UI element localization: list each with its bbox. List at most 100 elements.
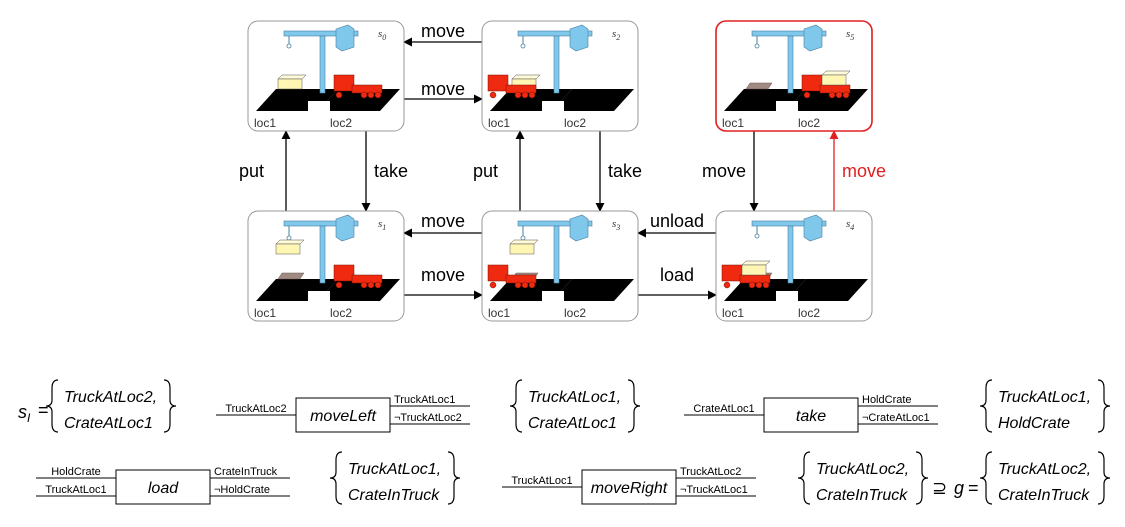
state-label: s4 (846, 218, 854, 232)
ground-gap (542, 101, 564, 113)
goal-fact-2: CrateInTruck (998, 487, 1090, 504)
truck-wheel (528, 281, 536, 289)
crane-cab (569, 214, 589, 242)
crate-top (275, 239, 305, 245)
truck-cab (333, 74, 355, 92)
edge-label-move: move (842, 161, 886, 181)
state-after-moveLeft-brace-right (627, 379, 641, 433)
truck-wheel (489, 91, 497, 99)
truck-wheel (755, 281, 763, 289)
crane-hook (520, 235, 526, 241)
ground-loc2 (552, 279, 634, 301)
crate-in-truck-top (741, 260, 771, 266)
crane-mast (319, 225, 326, 284)
crate (509, 243, 535, 255)
truck-wheel (748, 281, 756, 289)
crane-mast (787, 35, 794, 94)
crate-in-truck (821, 74, 847, 86)
edge-label-unload: unload (650, 211, 704, 231)
state-after-take-brace-left (979, 379, 993, 433)
truck-cab (333, 264, 355, 282)
truck-wheel (762, 281, 770, 289)
state-after-moveRight-brace-left (797, 451, 811, 505)
crate-in-truck-top (821, 70, 851, 76)
initial-state-fact-2: CrateAtLoc1 (64, 415, 153, 432)
goal-equals: = (968, 478, 979, 498)
goal-symbol: g (954, 478, 964, 498)
pallet (277, 272, 305, 280)
truck-wheel (723, 281, 731, 289)
loc2-label: loc2 (330, 306, 352, 320)
truck-wheel (367, 281, 375, 289)
loc2-label: loc2 (798, 116, 820, 130)
truck-wheel (374, 281, 382, 289)
ground-gap (776, 101, 798, 113)
truck-wheel (335, 91, 343, 99)
loc1-label: loc1 (254, 116, 276, 130)
edge-label-take: take (374, 161, 408, 181)
truck-wheel (374, 91, 382, 99)
state-after-moveRight-brace-right (915, 451, 929, 505)
truck-wheel (514, 281, 522, 289)
action-moveRight-name: moveRight (591, 480, 668, 497)
loc1-label: loc1 (488, 116, 510, 130)
edge-label-put: put (239, 161, 264, 181)
crane-mast (553, 35, 560, 94)
loc2-label: loc2 (564, 116, 586, 130)
state-label: s0 (378, 28, 386, 42)
state-after-take-fact-2: HoldCrate (998, 415, 1070, 432)
truck-cab (801, 74, 823, 92)
crane-hook (286, 43, 292, 49)
truck-wheel (367, 91, 375, 99)
goal-fact-1: TruckAtLoc2, (998, 461, 1091, 478)
action-load-output-2: ¬HoldCrate (214, 484, 270, 496)
truck-wheel (360, 91, 368, 99)
goal-brace-left (979, 451, 993, 505)
crane-hook (754, 233, 760, 239)
action-moveRight-output-2: ¬TruckAtLoc1 (680, 484, 748, 496)
crane-cab (569, 24, 589, 52)
state-after-moveLeft-brace-left (509, 379, 523, 433)
ground-loc2 (786, 279, 868, 301)
ground-gap (308, 291, 330, 303)
state-label: s5 (846, 28, 854, 42)
action-moveLeft-output-1: TruckAtLoc1 (394, 394, 455, 406)
state-after-load-fact-1: TruckAtLoc1, (348, 461, 441, 478)
action-moveLeft-name: moveLeft (310, 408, 376, 425)
crane-cab (335, 214, 355, 242)
initial-state-fact-1: TruckAtLoc2, (64, 389, 157, 406)
state-node-s0: loc1 loc2 s0 (247, 20, 405, 132)
loc1-label: loc1 (722, 306, 744, 320)
truck-wheel (803, 91, 811, 99)
pallet (745, 82, 773, 90)
loc2-label: loc2 (798, 306, 820, 320)
loc2-label: loc2 (330, 116, 352, 130)
truck-cab (487, 264, 509, 282)
state-after-load-brace-right (447, 451, 461, 505)
ground-gap (308, 101, 330, 113)
truck-wheel (335, 281, 343, 289)
loc2-label: loc2 (564, 306, 586, 320)
loc1-label: loc1 (254, 306, 276, 320)
action-take-output-2: ¬CrateAtLoc1 (862, 412, 930, 424)
initial-state-brace-right (163, 379, 177, 433)
goal-brace-right (1097, 451, 1111, 505)
state-node-s5: loc1 loc2 s5 (715, 20, 873, 132)
truck-wheel (842, 91, 850, 99)
state-after-load-brace-left (329, 451, 343, 505)
state-node-s3: loc1 loc2 s3 (481, 210, 639, 322)
ground-gap (542, 291, 564, 303)
action-take-name: take (796, 408, 826, 425)
state-after-take-fact-1: TruckAtLoc1, (998, 389, 1091, 406)
state-after-moveRight-fact-1: TruckAtLoc2, (816, 461, 909, 478)
loc1-label: loc1 (722, 116, 744, 130)
truck-wheel (521, 91, 529, 99)
edge-label-move: move (421, 265, 465, 285)
loc1-label: loc1 (488, 306, 510, 320)
state-label: s1 (378, 218, 386, 232)
state-label: s3 (612, 218, 620, 232)
state-after-moveLeft-fact-1: TruckAtLoc1, (528, 389, 621, 406)
action-load-box (115, 469, 211, 505)
